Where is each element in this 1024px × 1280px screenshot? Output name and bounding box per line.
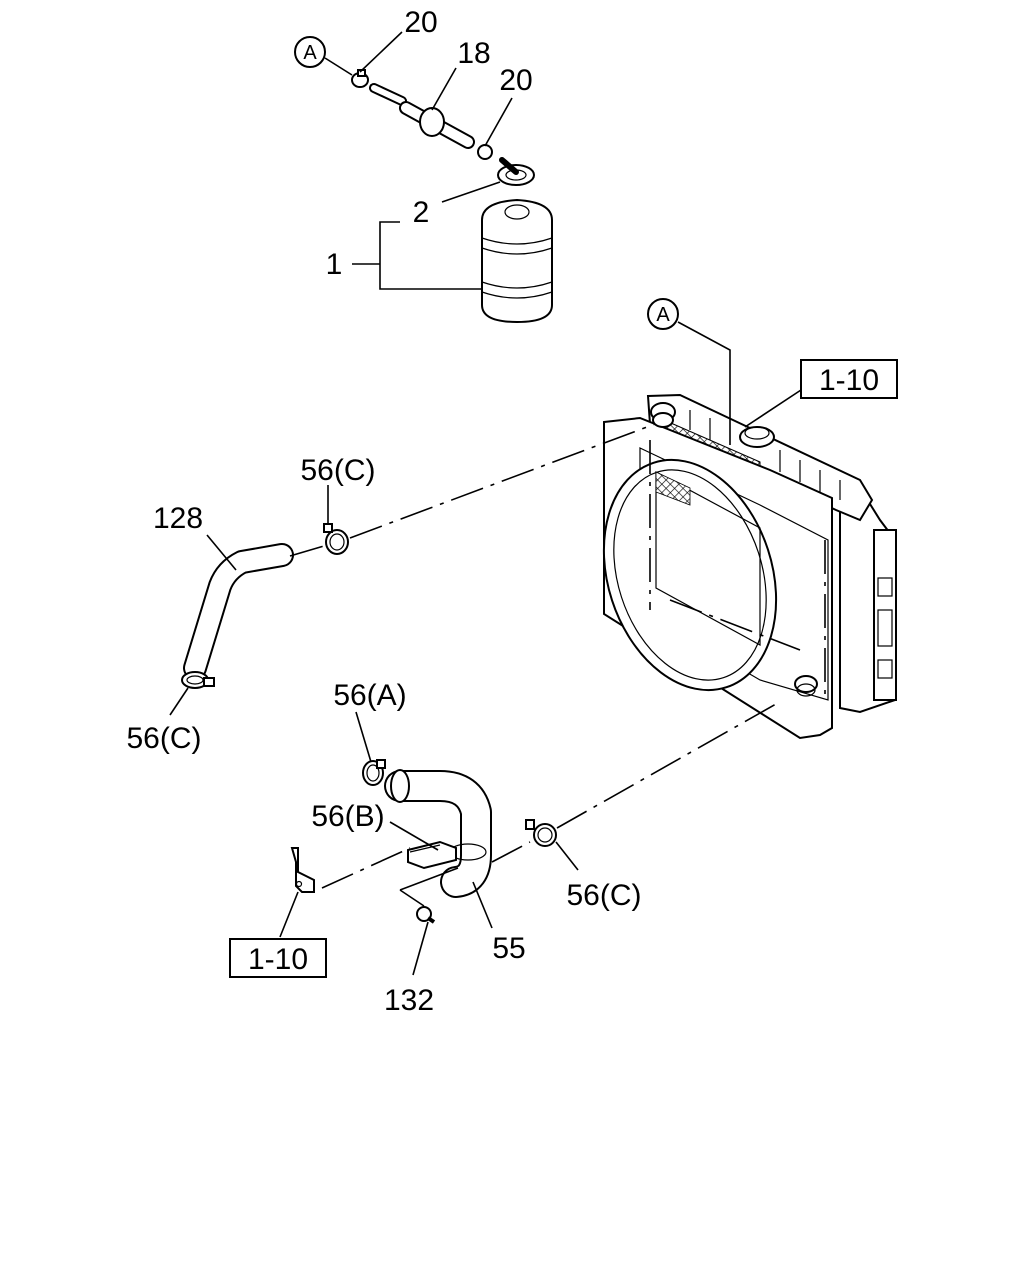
clamp-20-mid-part <box>477 144 493 160</box>
radiator-cap-part <box>739 426 775 448</box>
ref-1-10-top-box: 1-10 <box>744 359 898 428</box>
radiator-side-bracket <box>873 529 897 701</box>
ref-a-top-callout: A <box>294 36 353 76</box>
ref-a-radiator-callout: A <box>647 298 731 445</box>
label-1: 1 <box>326 248 343 281</box>
clamp-20-top-part <box>351 69 369 88</box>
label-55: 55 <box>492 932 525 965</box>
ref-1-10-bottom-text: 1-10 <box>248 943 308 976</box>
fan-shroud-part <box>602 402 833 740</box>
bracket-56b-part <box>407 840 457 870</box>
clamp-56c-upper-part <box>323 523 349 555</box>
leader-2 <box>441 181 501 203</box>
reservoir-group: A <box>294 6 553 324</box>
label-56c-lower: 56(C) <box>566 879 641 912</box>
ref-a-top-text: A <box>303 42 317 64</box>
reservoir-tank-1-part <box>481 198 553 324</box>
clamp-56a-part <box>362 759 386 786</box>
label-2: 2 <box>413 196 430 229</box>
leader-18 <box>431 67 457 111</box>
lower-hose-group: 1-10 56(A) 56(B) 56(C) 55 132 <box>229 679 777 1017</box>
leader-20-mid <box>484 97 513 147</box>
label-56c-upper: 56(C) <box>300 454 375 487</box>
clamp-56c-lower-part <box>525 819 557 847</box>
label-56a: 56(A) <box>333 679 406 712</box>
ref-1-10-top-text: 1-10 <box>819 364 879 397</box>
radiator-assembly: A 1-10 <box>602 298 898 740</box>
label-56b: 56(B) <box>311 800 384 833</box>
leader-1-bracket <box>379 221 482 290</box>
bolt-132-part <box>416 906 436 924</box>
ref-1-10-bottom-box: 1-10 <box>229 938 327 978</box>
clamp-56c-left-part <box>181 671 215 689</box>
label-18: 18 <box>457 37 490 70</box>
ref-a-radiator-text: A <box>656 304 670 326</box>
label-128: 128 <box>153 502 203 535</box>
label-132: 132 <box>384 984 434 1017</box>
upper-hose-group: 56(C) 128 56(C) <box>126 423 656 755</box>
hose-segment-part <box>369 83 407 106</box>
label-20-top: 20 <box>404 6 437 39</box>
leader-20-top <box>359 31 403 73</box>
label-20-mid: 20 <box>499 64 532 97</box>
mounting-bracket-part <box>290 847 315 893</box>
radiator-tank-ribs <box>689 410 841 500</box>
cap-2-part <box>497 157 535 186</box>
label-56c-left: 56(C) <box>126 722 201 755</box>
tube-18-part <box>399 101 475 149</box>
